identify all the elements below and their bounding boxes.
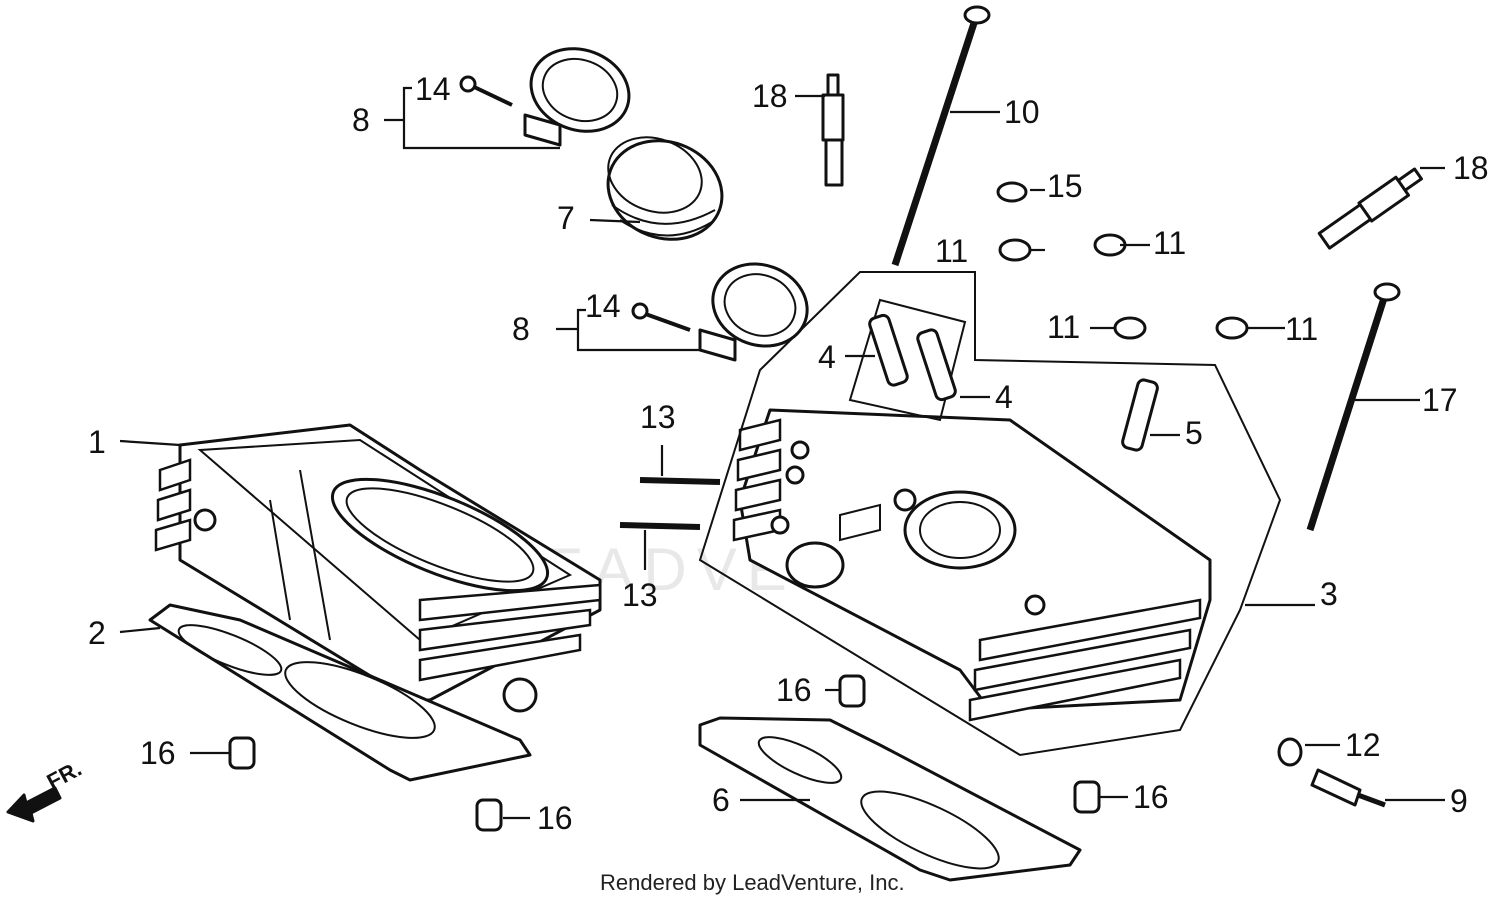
callout-4-b: 4 (995, 379, 1013, 415)
assembly-outline-guides (848, 298, 967, 422)
bolt-part-9 (1310, 768, 1386, 808)
gasket-part-6 (698, 716, 1082, 882)
callout-16-b: 16 (537, 800, 573, 836)
callout-16-d: 16 (1133, 779, 1169, 815)
cylinder-part-1 (154, 423, 602, 713)
assembly-outline-head (698, 271, 1282, 757)
callout-17: 17 (1422, 382, 1458, 418)
callout-8-upper: 8 (352, 102, 370, 138)
callout-14-upper: 14 (415, 71, 451, 107)
callout-13-b: 13 (622, 577, 658, 613)
collar-part-16-d (1073, 780, 1101, 814)
clamp-lower (698, 262, 809, 362)
front-marker-label: FR. (43, 756, 86, 795)
nut-part-12 (1277, 737, 1303, 767)
gasket-part-2 (148, 603, 532, 782)
leader-lines (119, 86, 1445, 820)
bolt-part-14-lower (631, 302, 691, 332)
callout-12: 12 (1345, 727, 1381, 763)
render-credit: Rendered by LeadVenture, Inc. (600, 870, 905, 895)
callout-18-upper: 18 (752, 78, 788, 114)
callout-16-c: 16 (776, 672, 812, 708)
callout-9: 9 (1450, 783, 1468, 819)
valve-guide-part-4-a (868, 313, 909, 387)
callout-11-d: 11 (1285, 311, 1318, 347)
callout-7: 7 (557, 200, 575, 236)
callout-8-lower: 8 (512, 311, 530, 347)
callout-11-c: 11 (1047, 309, 1080, 345)
spark-plug-upper (821, 73, 845, 187)
callout-18-right: 18 (1453, 150, 1489, 186)
callout-3: 3 (1320, 576, 1338, 612)
stud-bolt-part-17 (1306, 282, 1401, 532)
callout-15: 15 (1047, 168, 1083, 204)
bolt-part-14-upper (459, 75, 513, 107)
callout-6: 6 (712, 782, 730, 818)
callout-14-lower: 14 (585, 288, 621, 324)
stud-bolt-part-10 (891, 5, 991, 267)
dowel-pin-part-13-b (619, 522, 701, 530)
callout-10: 10 (1004, 94, 1040, 130)
cylinder-head-part-3 (732, 408, 1212, 722)
nut-part-11-a (998, 238, 1032, 262)
callout-13-a: 13 (640, 399, 676, 435)
callout-2: 2 (88, 615, 106, 651)
front-direction-marker: FR. (6, 756, 86, 823)
collar-part-16-c (838, 674, 866, 708)
callout-1: 1 (88, 424, 106, 460)
clamp-upper (523, 47, 631, 147)
nut-part-11-c (1113, 316, 1147, 340)
callout-16-a: 16 (140, 735, 176, 771)
joint-part-7 (606, 136, 724, 241)
callout-4-a: 4 (818, 339, 836, 375)
callout-11-a: 11 (935, 233, 968, 269)
valve-guide-part-4-b (916, 328, 957, 402)
collar-part-16-b (475, 798, 503, 832)
dowel-pin-part-13-a (639, 477, 721, 485)
nut-part-15 (996, 181, 1028, 203)
collar-part-16-a (228, 736, 256, 770)
nut-part-11-d (1215, 316, 1249, 340)
spark-plug-right (1317, 167, 1423, 250)
valve-guide-part-5 (1121, 378, 1159, 452)
callout-5: 5 (1185, 415, 1203, 451)
callout-11-b: 11 (1153, 225, 1186, 261)
